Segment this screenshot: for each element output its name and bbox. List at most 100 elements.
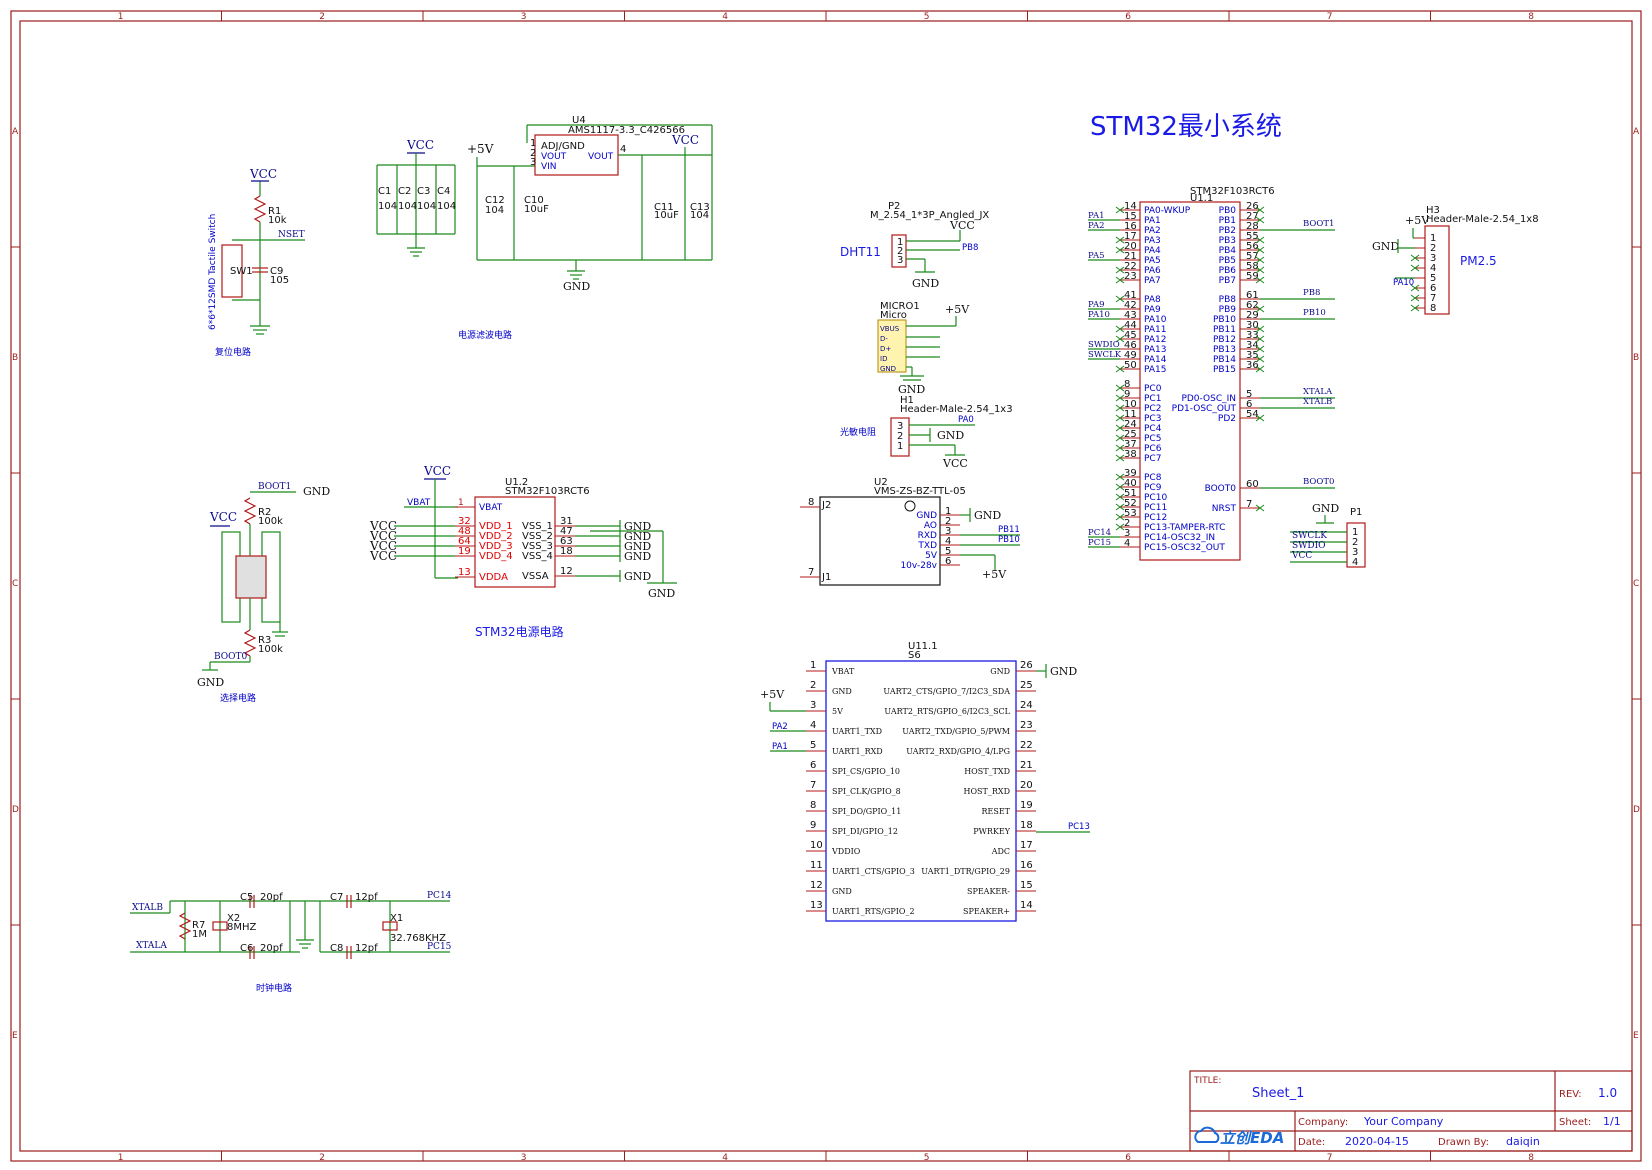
u1-pin-number: 9 (1124, 389, 1130, 400)
u1-pin-name: PC13-TAMPER-RTC (1144, 523, 1225, 533)
u11-pin-name: GND (832, 687, 852, 696)
clock-section-label: 时钟电路 (256, 982, 292, 994)
u1-pin-name: PA4 (1144, 246, 1161, 256)
r7-ref: R7 (192, 920, 205, 931)
h1-body (890, 417, 910, 457)
u1-pin-name: PA0-WKUP (1144, 206, 1191, 216)
clock-circuit: XTALB XTALA R7 1M X2 8MHZ C5 20pf C6 20p… (130, 891, 452, 994)
r3-value: 100k (258, 644, 283, 655)
u2-j1: J1 (821, 572, 831, 583)
gnd-net: GND (624, 520, 651, 533)
u1-pin-number: 16 (1124, 221, 1137, 232)
u1-ref: U1.1 (1190, 193, 1213, 204)
u1-pin-name: PB4 (1219, 246, 1237, 256)
u11-pin-number: 21 (1020, 760, 1033, 771)
u1-pin-name: PD2 (1218, 414, 1236, 424)
u2-n8: 8 (808, 497, 814, 508)
c4-value: 104 (437, 201, 456, 212)
u1-part: STM32F103RCT6 (1190, 186, 1275, 197)
tb-title-label: TITLE: (1193, 1076, 1221, 1086)
c3-value: 104 (417, 201, 436, 212)
u11-pin-number: 11 (810, 860, 823, 871)
photo-section-label: 光敏电阻 (840, 426, 876, 438)
u4-n1: 1 (530, 138, 536, 149)
pc14-net: PC14 (427, 891, 452, 901)
no-connect-mark (1255, 256, 1265, 264)
u1-pin-name: PC7 (1144, 454, 1161, 464)
u1-pin-number: 46 (1124, 340, 1137, 351)
u1-pin-name: PC8 (1144, 473, 1162, 483)
u11-pin-name: PWRKEY (973, 827, 1010, 836)
no-connect-mark (1255, 335, 1265, 343)
no-connect-mark (1115, 276, 1125, 284)
u11-pin-name: UART1_RXD (832, 747, 883, 756)
no-connect-mark (1115, 246, 1125, 254)
u1-net-label: XTALA (1303, 387, 1333, 397)
no-connect-mark (1255, 206, 1265, 214)
vbat-net: VBAT (407, 498, 431, 508)
p5v-label: +5V (760, 688, 785, 701)
u1-pin-number: 40 (1124, 478, 1137, 489)
u1-net-label: PA10 (1088, 310, 1110, 320)
u1-pin-number: 23 (1124, 271, 1137, 282)
no-connect-mark (1115, 493, 1125, 501)
no-connect-mark (1410, 294, 1420, 302)
u1-pin-number: 22 (1124, 261, 1137, 272)
no-connect-mark (1255, 345, 1265, 353)
no-connect-mark (1255, 236, 1265, 244)
column-marker-top: 7 (1327, 12, 1333, 22)
u1-pin-name: PD0-OSC_IN (1181, 394, 1236, 404)
c7-value: 12pf (355, 892, 378, 903)
u1-pin-number: 3 (1124, 528, 1130, 539)
u1-net-label: PC14 (1088, 528, 1111, 538)
no-connect-mark (1115, 295, 1125, 303)
u1-net-label: BOOT1 (1303, 219, 1334, 229)
u11-pin-name: UART2_CTS/GPIO_7/I2C3_SDA (883, 687, 1010, 696)
gnd-label: GND (1312, 502, 1339, 515)
no-connect-mark (1115, 266, 1125, 274)
u12-pin-name: VDD_1 (479, 521, 513, 532)
u1-pin-name: PC12 (1144, 513, 1167, 523)
u1-pin-number: 49 (1124, 350, 1137, 361)
p2-ref: P2 (888, 201, 900, 212)
r1-value: 10k (268, 215, 287, 226)
u1-pin-number: 57 (1246, 251, 1259, 262)
p1-pin-number: 3 (1352, 547, 1358, 558)
u12-pin-name: VBAT (479, 503, 503, 513)
u11-pin-number: 19 (1020, 800, 1033, 811)
no-connect-mark (1255, 266, 1265, 274)
u11-pin-name: GND (990, 667, 1010, 676)
u1-pin-name: PD1-OSC_OUT (1172, 404, 1237, 414)
c4-ref: C4 (437, 186, 450, 197)
u4-pin-vin: VIN (541, 162, 557, 172)
u1-pin-name: PC3 (1144, 414, 1161, 424)
p2-body (891, 234, 907, 268)
vcc-label: VCC (406, 138, 434, 152)
no-connect-mark (1410, 304, 1420, 312)
no-connect-mark (1115, 365, 1125, 373)
vcc-net: VCC (1291, 551, 1312, 561)
c5-ref: C5 (240, 892, 253, 903)
c10-value: 10uF (524, 204, 549, 215)
h3-body (1424, 225, 1450, 315)
u1-pin-name: PB3 (1219, 236, 1236, 246)
select-circuit: BOOT1 GND R2 100k VCC R3 100k BOOT0 GND … (197, 482, 330, 704)
u1-pin-number: 39 (1124, 468, 1137, 479)
u1-pin-number: 38 (1124, 449, 1137, 460)
u1-pin-name: PB14 (1213, 355, 1236, 365)
crystal-x2 (212, 921, 228, 931)
u1-net-label: BOOT0 (1303, 477, 1334, 487)
u2-pin-number: 4 (945, 536, 951, 547)
resistor-r7 (178, 912, 192, 940)
u11-pin-number: 25 (1020, 680, 1033, 691)
u11-pin-number: 5 (810, 740, 816, 751)
u11-pin-name: SPI_DI/GPIO_12 (832, 827, 898, 836)
u11-pin-name: 5V (832, 707, 843, 716)
u1-pin-name: PA7 (1144, 276, 1161, 286)
title-block: TITLE: Sheet_1 REV: 1.0 Company: Your Co… (1189, 1070, 1633, 1152)
u11-pin-name: UART2_TXD/GPIO_5/PWM (902, 727, 1010, 736)
u1-pin-number: 62 (1246, 300, 1259, 311)
x1-value: 32.768KHZ (390, 933, 446, 944)
row-marker-right: C (1633, 579, 1639, 589)
